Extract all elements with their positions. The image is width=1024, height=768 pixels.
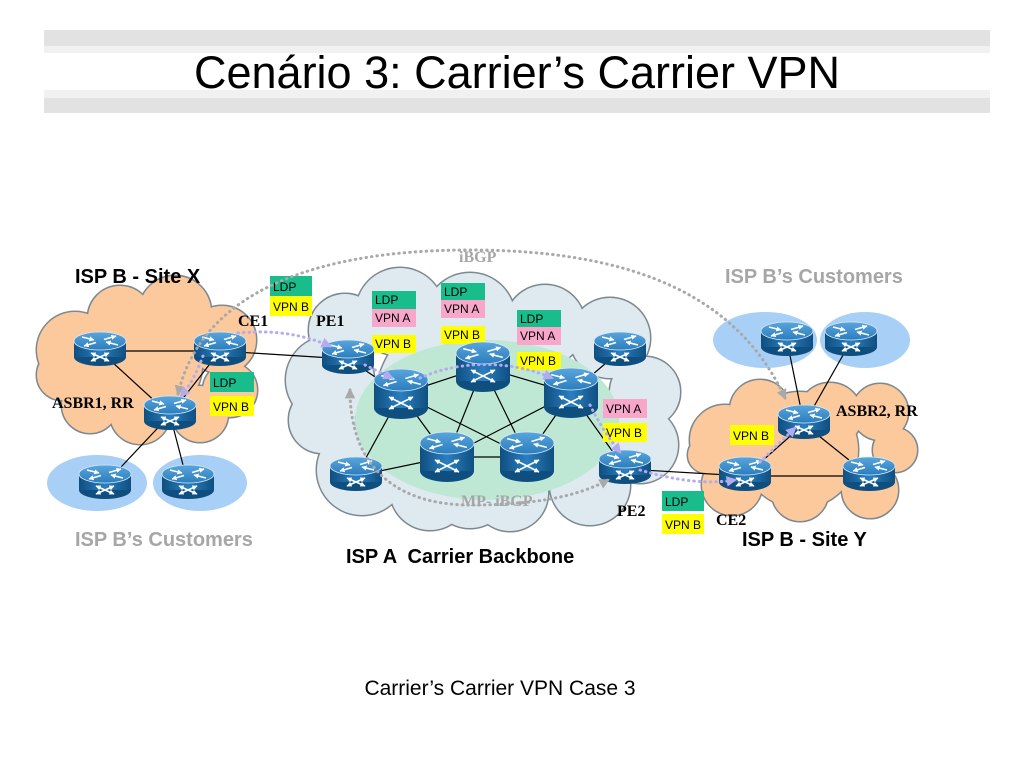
- label-vpn-b-box: [662, 514, 704, 534]
- lsp-path-line: [363, 363, 394, 380]
- pe1-router-icon: [321, 339, 375, 374]
- label-stack: VPN B: [730, 425, 774, 445]
- pe2-router-icon: [598, 449, 652, 484]
- customer-router-icon: [760, 321, 814, 356]
- label-ldp-box: [441, 283, 485, 301]
- ce2-router-icon: [718, 456, 772, 491]
- label-stack: LDP VPN B: [270, 276, 312, 316]
- slide-title: Cenário 3: Carrier’s Carrier VPN: [193, 47, 841, 98]
- label-vpn-b-box: [441, 326, 485, 344]
- customer-router-icon: [824, 321, 878, 356]
- ibgp-label: iBGP: [459, 249, 497, 266]
- label-stack: VPN A VPN B: [603, 399, 647, 442]
- lsp-path-line: [588, 403, 622, 454]
- p-router-icon: [329, 456, 383, 491]
- pe2-label: PE2: [617, 503, 645, 520]
- label-vpn-b-text: VPN B: [273, 300, 309, 314]
- customer-router-icon: [161, 464, 215, 499]
- session-layer: [174, 248, 797, 507]
- label-vpn-a-text: VPN A: [606, 402, 641, 416]
- label-ldp-box: [372, 291, 416, 309]
- ibgp-session-line: [174, 248, 787, 400]
- label-vpn-b-text: VPN B: [444, 328, 480, 342]
- label-ldp-text: LDP: [213, 376, 236, 390]
- customer-router-icon: [78, 464, 132, 499]
- label-ldp-text: LDP: [520, 312, 543, 326]
- label-stack: LDP VPN A VPN B: [372, 291, 416, 353]
- lsp-path-line: [179, 354, 205, 398]
- label-vpn-b-box: [210, 396, 254, 416]
- backbone-label: ISP A Carrier Backbone: [346, 546, 574, 568]
- label-vpn-a-text: VPN A: [520, 329, 555, 343]
- p-router-icon: [499, 431, 555, 482]
- site-x-router-icon: [73, 331, 127, 366]
- label-vpn-a-box: [441, 300, 485, 318]
- label-ldp-text: LDP: [665, 495, 688, 509]
- ce1-label: CE1: [238, 313, 268, 330]
- label-vpn-a-box: [517, 327, 561, 345]
- lsp-path-line: [236, 330, 332, 348]
- p-router-icon: [593, 331, 647, 366]
- label-vpn-b-box: [730, 425, 774, 445]
- label-vpn-b-box: [270, 296, 312, 316]
- label-ldp-box: [517, 310, 561, 328]
- label-vpn-b-text: VPN B: [520, 354, 556, 368]
- label-vpn-a-box: [603, 399, 647, 418]
- label-ldp-box: [662, 491, 704, 511]
- label-vpn-b-box: [372, 335, 416, 353]
- label-stack: LDP VPN B: [662, 491, 704, 534]
- site-y-cloud: [686, 378, 919, 523]
- customers-left-label: ISP B’s Customers: [75, 529, 253, 551]
- asbr2-router-icon: [777, 404, 831, 439]
- lsp-path-line: [418, 363, 554, 380]
- label-vpn-b-box: [603, 423, 647, 442]
- site-x-label: ISP B - Site X: [75, 266, 201, 288]
- label-vpn-a-box: [372, 309, 416, 327]
- label-vpn-b-box: [517, 352, 561, 370]
- label-ldp-text: LDP: [444, 285, 467, 299]
- mp-ibgp-label: MP- iBGP: [461, 493, 533, 510]
- asbr1-label: ASBR1, RR: [52, 395, 134, 412]
- label-stack: LDP VPN A VPN B: [441, 283, 485, 344]
- site-y-router-icon: [842, 456, 896, 491]
- p-router-icon: [419, 431, 475, 482]
- title-banner: [44, 30, 990, 113]
- label-vpn-a-text: VPN A: [444, 302, 479, 316]
- label-vpn-a-text: VPN A: [375, 311, 410, 325]
- mp-ibgp-session-line: [344, 387, 610, 507]
- label-ldp-text: LDP: [273, 280, 296, 294]
- pe1-label: PE1: [316, 313, 344, 330]
- text-layer: iBGP ISP B - Site X ISP B’s Customers CE…: [52, 249, 918, 568]
- site-y-label: ISP B - Site Y: [742, 529, 868, 551]
- label-ldp-text: LDP: [375, 293, 398, 307]
- asbr2-label: ASBR2, RR: [836, 403, 918, 420]
- label-vpn-b-text: VPN B: [606, 426, 642, 440]
- label-vpn-b-text: VPN B: [375, 337, 411, 351]
- lsp-path-line: [638, 468, 738, 487]
- label-stack: LDP VPN A VPN B: [517, 310, 561, 370]
- asbr1-router-icon: [143, 395, 197, 430]
- slide-caption: Carrier’s Carrier VPN Case 3: [364, 677, 636, 700]
- p-router-icon: [543, 367, 599, 418]
- customers-right-label: ISP B’s Customers: [725, 266, 903, 288]
- ce1-router-icon: [193, 331, 247, 366]
- label-vpn-b-text: VPN B: [665, 518, 701, 532]
- ce2-label: CE2: [716, 512, 746, 529]
- label-vpn-b-text: VPN B: [213, 400, 249, 414]
- label-vpn-b-text: VPN B: [733, 429, 769, 443]
- p-router-icon: [455, 341, 511, 392]
- label-stack-layer: LDP VPN B LDP VPN A VPN B LDP VPN A VPN B LDP VPN…: [210, 276, 774, 534]
